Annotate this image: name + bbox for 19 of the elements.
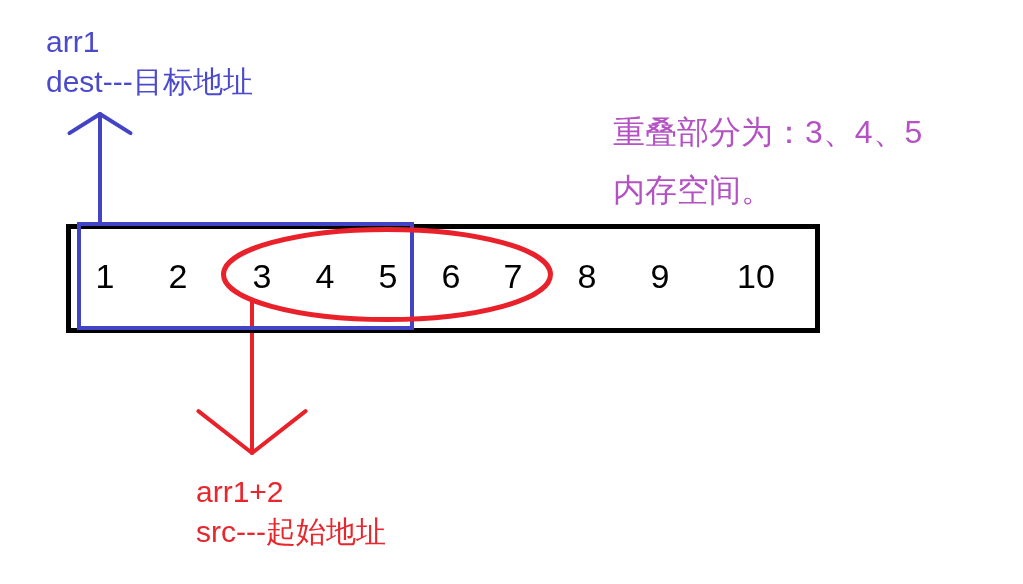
array-value: 8 [565, 256, 609, 296]
address-label: dest---目标地址 [46, 64, 253, 100]
array-value: 10 [734, 256, 778, 296]
array-value: 9 [638, 256, 682, 296]
array-value: 3 [240, 256, 284, 296]
array-value: 1 [83, 256, 127, 296]
array-value: 6 [429, 256, 473, 296]
address-label: arr1+2 [196, 474, 284, 510]
array-value: 5 [366, 256, 410, 296]
array-value: 2 [156, 256, 200, 296]
arrow [67, 112, 133, 224]
note-text: 重叠部分为：3、4、5内存空间。 [613, 113, 924, 210]
address-label: src---起始地址 [196, 514, 386, 550]
array-box [66, 224, 820, 333]
array-value: 4 [303, 256, 347, 296]
address-label: arr1 [46, 24, 100, 60]
highlight-ellipse [221, 227, 553, 322]
array-value: 7 [491, 256, 535, 296]
highlight-rectangle [77, 222, 414, 330]
